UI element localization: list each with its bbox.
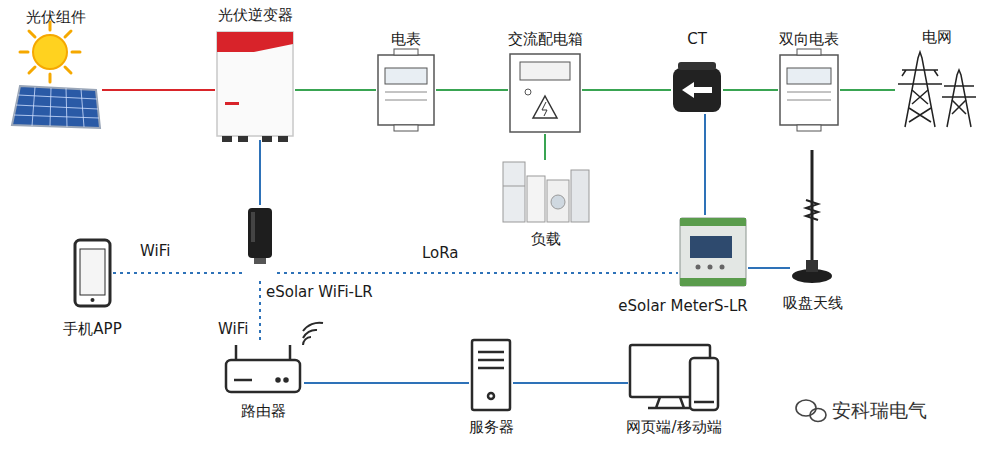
device-node: 电表 (376, 48, 436, 132)
link-label: LoRa (420, 244, 461, 262)
device-node: eSolar WiFi-LR (243, 205, 277, 281)
device-node: eSolar MeterS-LR (678, 215, 748, 289)
device-label: 光伏组件 (26, 8, 86, 26)
wire (436, 89, 508, 91)
power-tower-icon (898, 52, 976, 127)
device-label: 交流配电箱 (508, 30, 583, 48)
device-node: 手机APP (72, 238, 113, 308)
watermark: 安科瑞电气 (832, 399, 927, 421)
device-label: eSolar WiFi-LR (266, 283, 373, 301)
device-node: 路由器 (222, 343, 304, 394)
wire (582, 89, 671, 91)
wire (304, 382, 469, 384)
device-label: 手机APP (63, 320, 121, 338)
device-label: 光伏逆变器 (218, 6, 293, 24)
device-label: CT (687, 30, 707, 48)
wireless-link (277, 272, 678, 274)
wireless-link (259, 281, 261, 343)
device-node: 吸盘天线 (790, 148, 835, 286)
meter-icon (378, 49, 434, 131)
ct-icon (673, 62, 721, 112)
appliances-icon (503, 162, 589, 222)
device-label: 电表 (391, 30, 421, 48)
device-node: CT (671, 62, 723, 114)
device-label: 服务器 (469, 418, 514, 436)
inverter-icon (217, 32, 293, 142)
device-label: 双向电表 (779, 30, 839, 48)
wechat-icon (796, 400, 826, 422)
device-node: 网页端/移动端 (628, 342, 720, 412)
device-node: 交流配电箱 (508, 52, 582, 134)
distribution-box-icon (510, 54, 580, 132)
device-node: 负载 (500, 160, 592, 224)
wire (295, 89, 376, 91)
device-label: eSolar MeterS-LR (618, 297, 747, 315)
link-label: WiFi (216, 320, 250, 338)
bidirectional-meter-icon (780, 49, 838, 131)
wire (513, 382, 628, 384)
wire (840, 89, 895, 91)
wire (102, 89, 215, 91)
device-node: 电网 (895, 50, 979, 128)
collector-meter-icon (680, 218, 746, 286)
phone-icon (75, 240, 110, 306)
device-node: 光伏组件 (10, 30, 102, 130)
terminal-icon (630, 345, 718, 410)
wire (259, 140, 261, 205)
solar-panel-icon (12, 86, 100, 128)
wifi-dongle-icon (248, 208, 272, 264)
wire (704, 114, 706, 215)
device-label: 负载 (531, 230, 561, 248)
wireless-link (113, 272, 243, 274)
device-label: 电网 (922, 28, 952, 46)
server-icon (472, 340, 510, 410)
sun-icon (20, 22, 80, 82)
device-node: 服务器 (469, 338, 513, 412)
wire (723, 89, 778, 91)
device-node: 双向电表 (778, 48, 840, 132)
device-node: 光伏逆变器 (215, 30, 295, 140)
antenna-icon (792, 150, 832, 283)
wire (544, 134, 546, 160)
device-label: 吸盘天线 (783, 294, 843, 312)
device-label: 路由器 (241, 402, 286, 420)
device-label: 网页端/移动端 (626, 418, 721, 436)
wire (748, 267, 790, 269)
link-label: WiFi (138, 242, 172, 260)
